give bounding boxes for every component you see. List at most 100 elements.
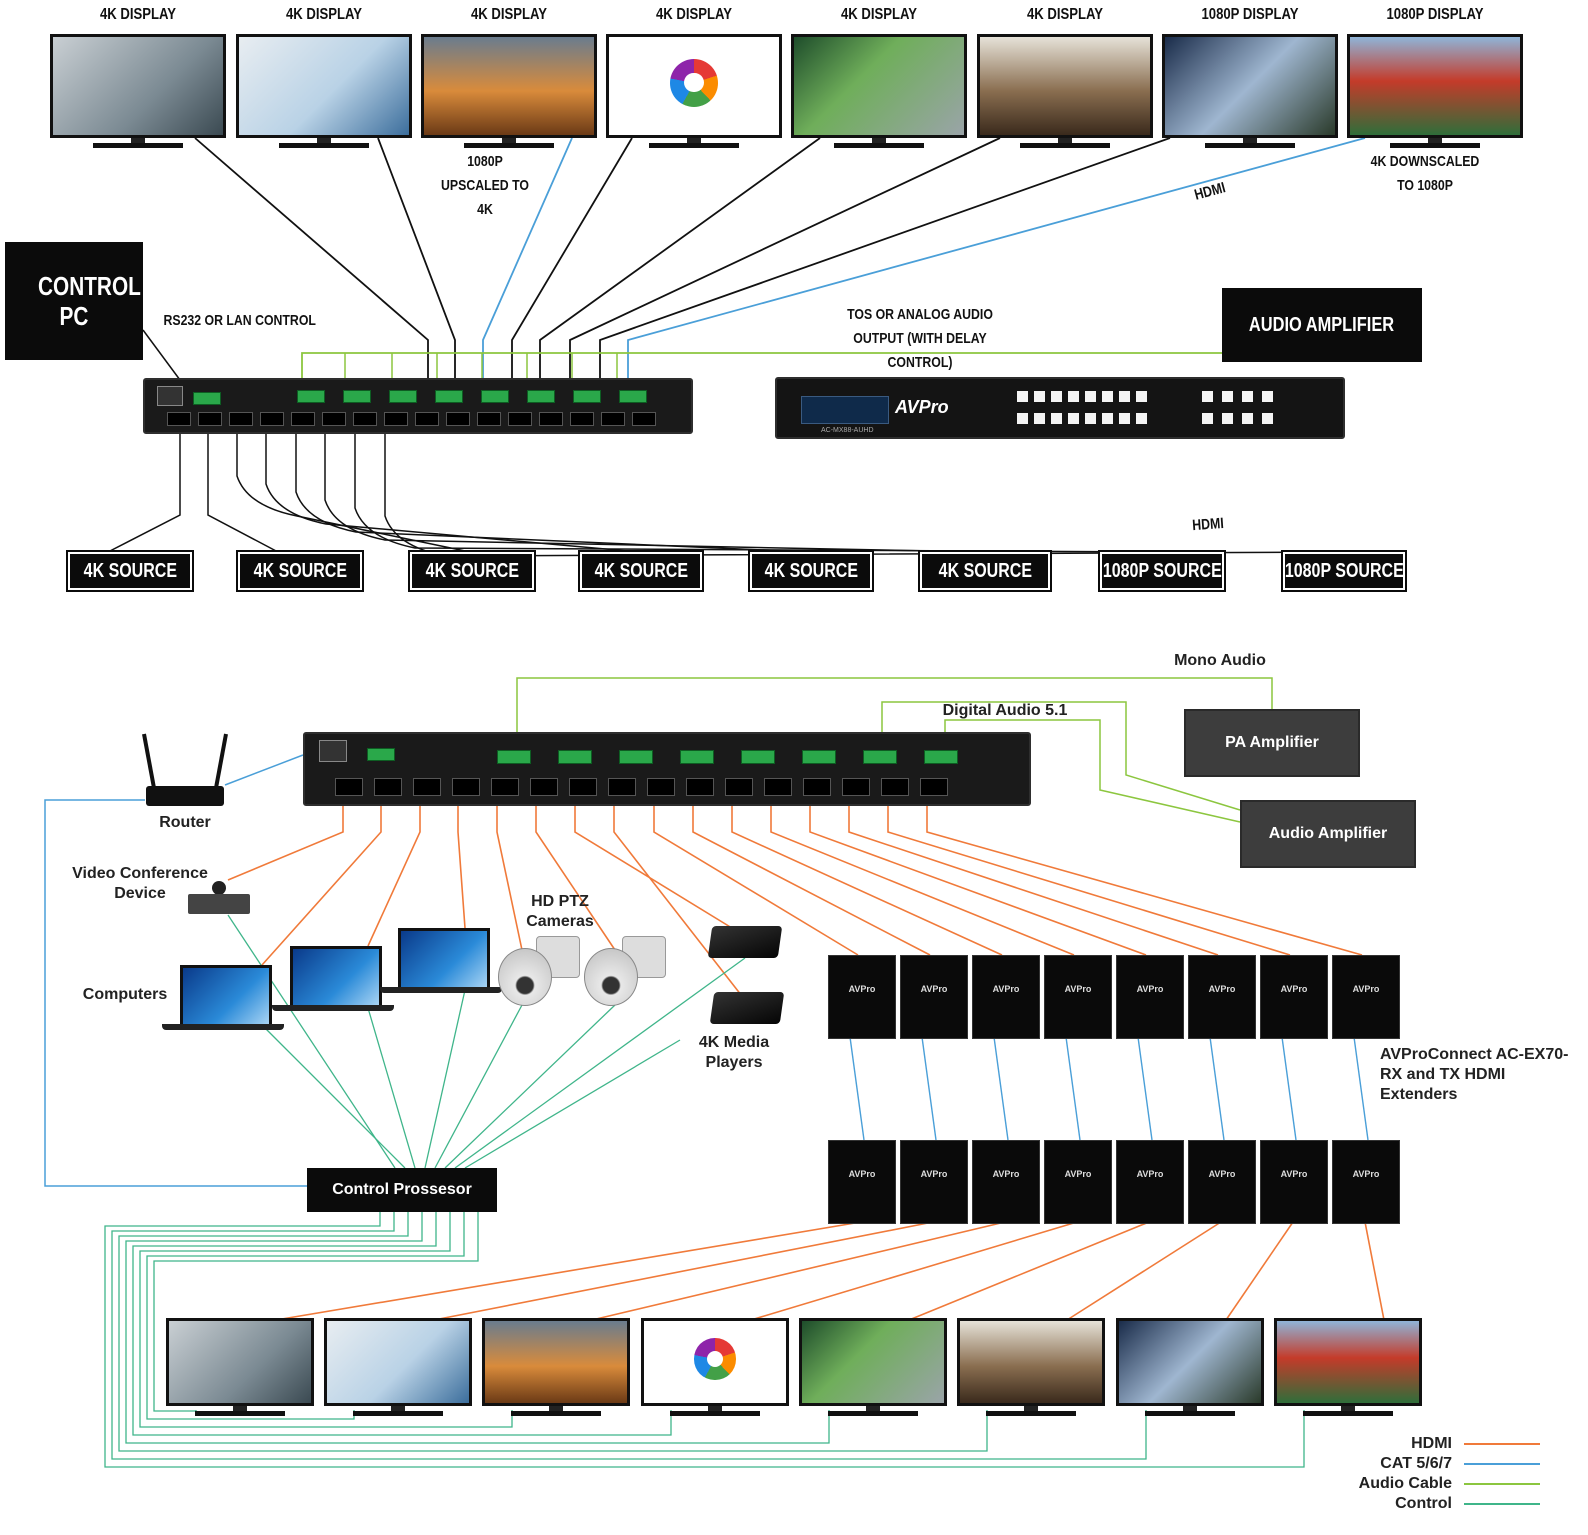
legend-row: CAT 5/6/7: [1332, 1455, 1540, 1473]
stand-neck: [866, 1406, 880, 1411]
display-cable: [482, 137, 573, 380]
display-cable: [569, 137, 1001, 380]
display-cable: [627, 137, 1366, 380]
legend-swatch: [1464, 1483, 1540, 1485]
stand-base: [1020, 143, 1110, 148]
hdmi-cable-output: [848, 800, 1219, 956]
donut-hole: [684, 73, 704, 93]
display-screen: [977, 34, 1153, 138]
front-button: [1119, 391, 1130, 402]
hdmi-port: [608, 778, 636, 796]
bottom-display-8: [1274, 1318, 1422, 1416]
stand-neck: [317, 138, 331, 143]
display-screen: [799, 1318, 947, 1406]
hdmi-cable-output: [770, 800, 1075, 956]
hdmi-port: [569, 778, 597, 796]
hdmi-port: [374, 778, 402, 796]
extenders-label: AVProConnect AC-EX70-RX and TX HDMI Exte…: [1380, 1046, 1569, 1103]
control-cable-display: [118, 1212, 988, 1452]
display-cable: [194, 137, 429, 380]
front-button: [1068, 391, 1079, 402]
ptz-label: HD PTZ Cameras: [526, 893, 594, 930]
source-label: 1080P SOURCE: [1284, 559, 1404, 582]
display-screen: [1347, 34, 1523, 138]
receiver-unit: AVPro: [828, 1140, 896, 1224]
transmitter-unit: AVPro: [828, 955, 896, 1039]
audio-amplifier-label: Audio Amplifier: [1268, 825, 1388, 842]
stand-neck: [1058, 138, 1072, 143]
cat-cable-extender: [1137, 1036, 1153, 1141]
hdmi-port: [415, 412, 439, 426]
control-cable-display: [153, 1212, 479, 1412]
donut-hole: [706, 1350, 724, 1368]
audio-terminal: [741, 750, 775, 764]
receiver-unit: AVPro: [900, 1140, 968, 1224]
display-label: 1080P DISPLAY: [1386, 6, 1484, 23]
rs232-label: RS232 OR LAN CONTROL: [163, 312, 316, 329]
stand-base: [670, 1411, 760, 1416]
control-cable-display: [111, 1212, 1147, 1460]
control-processor-label: Control Prossesor: [332, 1181, 472, 1198]
stand-neck: [1341, 1406, 1355, 1411]
lcd-display: [801, 396, 889, 424]
receiver-unit: AVPro: [972, 1140, 1040, 1224]
laptop-screen: [290, 946, 382, 1008]
source-box: 1080P SOURCE: [1098, 550, 1226, 592]
stand-neck: [687, 138, 701, 143]
control-cable-display: [146, 1212, 465, 1420]
source-cable: [207, 430, 279, 553]
hdmi-port: [842, 778, 870, 796]
stand-neck: [1243, 138, 1257, 143]
transmitter-unit: AVPro: [1188, 955, 1256, 1039]
laptop-icon: [380, 987, 502, 993]
display-screen: [50, 34, 226, 138]
hdmi-cable-input: [227, 800, 344, 881]
hdmi-port: [530, 778, 558, 796]
audio-amplifier-top-label: AUDIO AMPLIFIER: [1249, 313, 1395, 336]
bottom-display-2: [324, 1318, 472, 1416]
audio-terminal: [619, 750, 653, 764]
receiver-unit: AVPro: [1116, 1140, 1184, 1224]
digital-audio-label: Digital Audio 5.1: [942, 702, 1068, 719]
hdmi-port: [570, 412, 594, 426]
stand-neck: [233, 1406, 247, 1411]
legend-swatch: [1464, 1503, 1540, 1505]
control-cable-device: [454, 957, 746, 1169]
control-pc-label: CONTROL PC: [38, 271, 141, 331]
audio-terminal: [497, 750, 531, 764]
display-label: 4K DISPLAY: [655, 6, 733, 23]
audio-terminal: [343, 390, 371, 403]
hdmi-cable-output: [692, 800, 931, 956]
display-cable: [599, 137, 1171, 380]
hdmi-cable-display: [908, 1221, 1150, 1321]
legend-row: HDMI: [1332, 1435, 1540, 1453]
display-screen: [641, 1318, 789, 1406]
receiver-unit: AVPro: [1044, 1140, 1112, 1224]
digital-audio-cable: [881, 701, 1241, 811]
front-button: [1051, 413, 1062, 424]
display-7: [1162, 34, 1338, 148]
display-4: [606, 34, 782, 148]
source-box: 4K SOURCE: [408, 550, 536, 592]
source-box: 4K SOURCE: [66, 550, 194, 592]
stand-base: [511, 1411, 601, 1416]
stand-neck: [502, 138, 516, 143]
hdmi-port: [601, 412, 625, 426]
setting-button: [1242, 391, 1253, 402]
control-cable-display: [125, 1212, 830, 1444]
ptz-camera-icon: [584, 948, 638, 1006]
transmitter-brand: AVPro: [920, 984, 948, 994]
transmitter-unit: AVPro: [1260, 955, 1328, 1039]
front-button: [1102, 413, 1113, 424]
setting-button: [1202, 413, 1213, 424]
cat-cable-extender: [1353, 1036, 1369, 1141]
display-label: 4K DISPLAY: [1026, 6, 1104, 23]
audio-terminal: [389, 390, 417, 403]
source-cable: [107, 430, 181, 553]
hdmi-cable-input: [535, 800, 616, 951]
front-button: [1102, 391, 1113, 402]
setting-button: [1262, 391, 1273, 402]
bottom-display-7: [1116, 1318, 1264, 1416]
stand-neck: [391, 1406, 405, 1411]
hdmi-port: [260, 412, 284, 426]
